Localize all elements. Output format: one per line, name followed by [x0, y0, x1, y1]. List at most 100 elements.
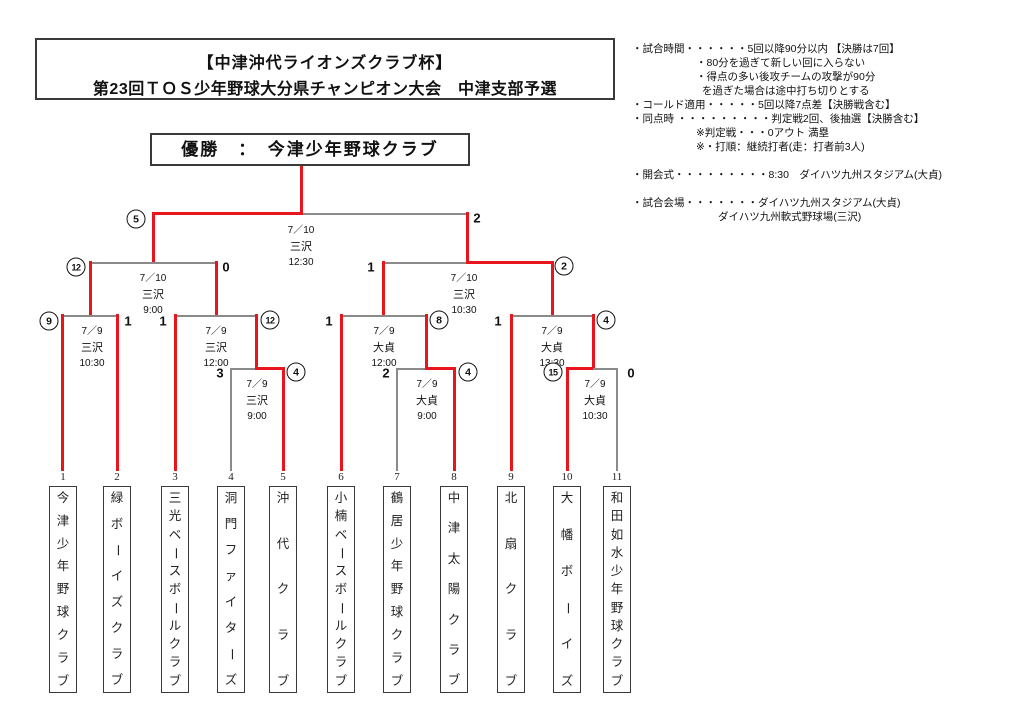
- team-box: 小楠ベースボールクラブ: [327, 486, 355, 693]
- team-number: 1: [60, 471, 66, 483]
- qf4-left-leg: [510, 314, 513, 471]
- note-line: を過ぎた場合は途中打ち切りとする: [702, 85, 870, 97]
- team-box: 洞門ファイターズ: [217, 486, 245, 693]
- qf3-right-leg: [425, 314, 428, 369]
- tournament-title-line1: 【中津沖代ライオンズクラブ杯】: [197, 55, 453, 72]
- r1a-right-leg: [282, 367, 285, 471]
- note-line: ・試合会場・・・・・・・ダイハツ九州スタジアム(大貞): [632, 197, 901, 209]
- game-time: 9:00: [143, 305, 163, 316]
- game-time: 10:30: [582, 411, 608, 422]
- score-r1b-left: 2: [382, 365, 390, 381]
- game-time: 9:00: [247, 411, 267, 422]
- game-sf2-info: 7／10 三沢 10:30: [432, 269, 496, 316]
- game-venue: 大貞: [416, 395, 438, 407]
- qf4-line: [510, 315, 595, 317]
- team-box: 三光ベースボールクラブ: [161, 486, 189, 693]
- qf4-right-leg: [592, 314, 595, 369]
- r1a-line: [230, 368, 258, 370]
- game-date: 7／9: [416, 379, 438, 390]
- r1b-right-leg: [453, 367, 456, 471]
- qf2-right-leg: [255, 314, 258, 369]
- team-number: 2: [114, 471, 120, 483]
- note-line: ※判定戦・・・0アウト 満塁: [696, 127, 830, 139]
- team-number: 11: [611, 471, 623, 483]
- game-final-info: 7／10 三沢 12:30: [269, 221, 333, 268]
- note-line: ・得点の多い後攻チームの攻撃が90分: [696, 71, 876, 83]
- r1b-winner-line: [425, 367, 456, 370]
- qf1-left-leg: [61, 314, 64, 471]
- game-date: 7／9: [584, 379, 606, 390]
- score-sf2-right: 2: [554, 256, 574, 276]
- final-right-leg: [466, 212, 469, 263]
- team-number: 10: [561, 471, 573, 483]
- note-line: ・開会式・・・・・・・・・8:30 ダイハツ九州スタジアム(大貞): [632, 169, 942, 181]
- team-box: 鶴居少年野球クラブ: [383, 486, 411, 693]
- team-number: 3: [172, 471, 178, 483]
- note-line: ・試合時間・・・・・・5回以降90分以内 【決勝は7回】: [632, 43, 900, 55]
- r1c-line: [593, 368, 618, 370]
- qf3-left-leg: [340, 314, 343, 471]
- team-box: 和田如水少年野球クラブ: [603, 486, 631, 693]
- game-venue: 三沢: [290, 241, 312, 253]
- score-qf4-left: 1: [494, 313, 502, 329]
- score-qf3-left: 1: [325, 313, 333, 329]
- game-date: 7／9: [541, 326, 563, 337]
- team-box: 中津太陽クラブ: [440, 486, 468, 693]
- game-qf2-info: 7／9 三沢 12:00: [184, 322, 248, 369]
- score-sf1-right: 0: [222, 259, 230, 275]
- game-date: 7／10: [287, 225, 315, 236]
- qf1-right-leg: [116, 314, 119, 471]
- game-venue: 三沢: [453, 289, 475, 301]
- score-r1c-right: 0: [627, 365, 635, 381]
- note-line: ・コールド適用・・・・・5回以降7点差【決勝戦含む】: [632, 99, 896, 111]
- final-line: [303, 213, 468, 215]
- sf2-winner-line: [466, 261, 554, 264]
- team-number: 6: [338, 471, 344, 483]
- score-qf1-right: 1: [124, 313, 132, 329]
- team-box: 大幡ボーイズ: [553, 486, 581, 693]
- game-time: 10:30: [79, 358, 105, 369]
- game-date: 7／9: [81, 326, 103, 337]
- score-sf2-left: 1: [367, 259, 375, 275]
- final-winner-line: [152, 212, 303, 215]
- game-time: 9:00: [417, 411, 437, 422]
- qf1-line: [62, 315, 119, 317]
- game-venue: 三沢: [81, 342, 103, 354]
- score-r1c-left: 15: [543, 362, 563, 382]
- champion-box: 優勝 ： 今津少年野球クラブ: [150, 133, 470, 166]
- team-box: 緑ボーイズクラブ: [103, 486, 131, 693]
- game-r1a-info: 7／9 三沢 9:00: [225, 375, 289, 422]
- game-time: 10:30: [451, 305, 477, 316]
- champion-connector-line: [300, 166, 303, 215]
- team-number: 8: [451, 471, 457, 483]
- game-date: 7／10: [450, 273, 478, 284]
- sf1-left-leg: [89, 261, 92, 317]
- score-r1a-right: 4: [286, 362, 306, 382]
- game-sf1-info: 7／10 三沢 9:00: [121, 269, 185, 316]
- rules-notes: ・試合時間・・・・・・5回以降90分以内 【決勝は7回】・80分を過ぎて新しい回…: [632, 42, 1012, 224]
- score-final-right: 2: [473, 210, 481, 226]
- r1c-right-leg: [616, 368, 618, 471]
- r1c-left-leg: [566, 367, 569, 471]
- champion-text: 優勝 ： 今津少年野球クラブ: [181, 140, 439, 159]
- r1a-winner-line: [255, 367, 285, 370]
- note-line: ※・打順：継続打者(走：打者前3人): [696, 141, 865, 153]
- sf2-left-leg: [382, 261, 385, 317]
- sf2-right-leg: [551, 261, 554, 317]
- team-number: 4: [228, 471, 234, 483]
- qf2-left-leg: [174, 314, 177, 471]
- game-date: 7／10: [139, 273, 167, 284]
- game-time: 12:30: [288, 257, 314, 268]
- r1b-left-leg: [396, 368, 398, 471]
- game-qf1-info: 7／9 三沢 10:30: [60, 322, 124, 369]
- game-date: 7／9: [205, 326, 227, 337]
- r1a-left-leg: [230, 368, 232, 471]
- score-sf1-left: 12: [66, 257, 86, 277]
- final-left-leg: [152, 212, 155, 263]
- qf2-line: [174, 315, 258, 317]
- game-date: 7／9: [246, 379, 268, 390]
- score-qf1-left: 9: [39, 311, 59, 331]
- tournament-title-line2: 第23回ＴＯＳ少年野球大分県チャンピオン大会 中津支部予選: [92, 81, 558, 98]
- note-line: ・80分を過ぎて新しい回に入らない: [696, 57, 866, 69]
